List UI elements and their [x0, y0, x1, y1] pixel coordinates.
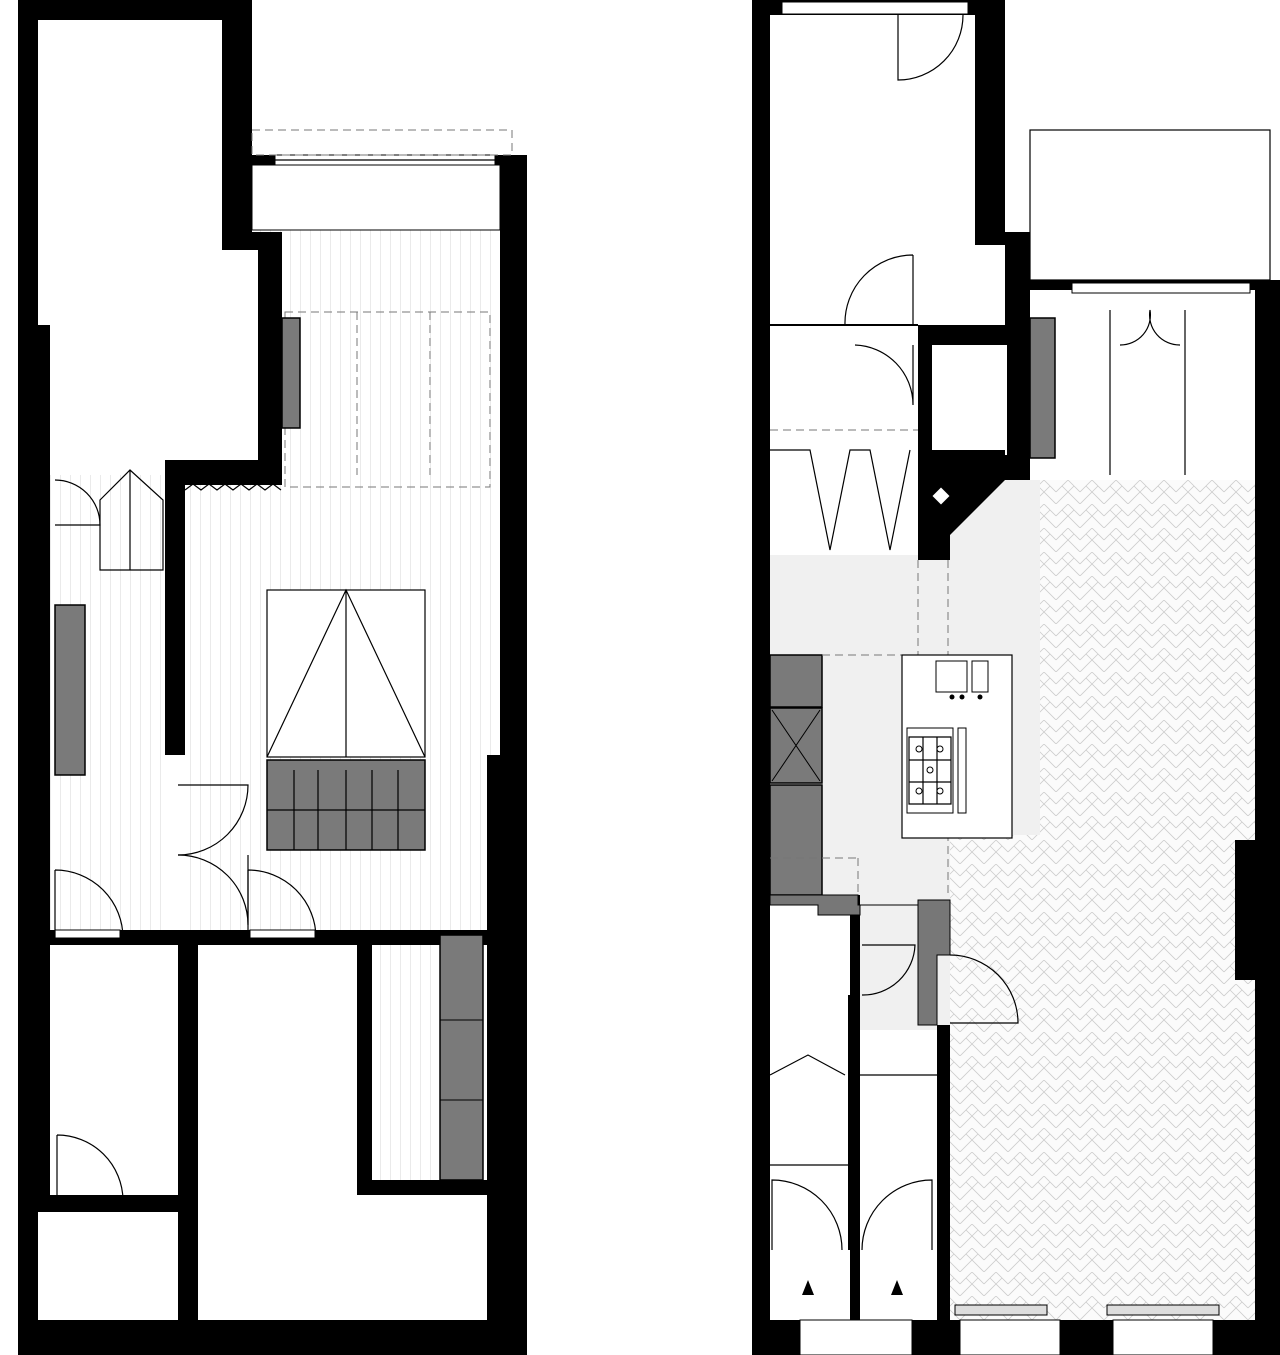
wall	[937, 1025, 950, 1320]
counter	[769, 654, 823, 708]
radiator	[954, 1304, 1048, 1316]
arrow-up-icon	[802, 1280, 814, 1295]
window	[1071, 282, 1251, 294]
door[interactable]	[861, 944, 916, 996]
folding-doors[interactable]	[770, 449, 911, 551]
window	[781, 1, 969, 15]
arrow-up-icon	[891, 1280, 903, 1295]
wall	[357, 1180, 487, 1195]
bathroom	[770, 905, 850, 1320]
room-top	[770, 15, 1005, 555]
door[interactable]	[844, 254, 914, 326]
door[interactable]	[949, 954, 1019, 1024]
sunroom	[1030, 290, 1255, 480]
window	[799, 1319, 913, 1355]
radiator	[1106, 1304, 1220, 1316]
door[interactable]	[54, 869, 124, 939]
window	[959, 1319, 1061, 1355]
counter	[769, 784, 823, 896]
door[interactable]	[56, 1134, 124, 1201]
folding-door[interactable]	[99, 469, 164, 571]
living-floor	[950, 480, 1255, 1320]
curtain	[184, 483, 282, 491]
shaft	[932, 345, 1007, 455]
fridge	[769, 707, 823, 784]
bed[interactable]	[266, 588, 426, 851]
chimney	[918, 450, 1005, 560]
wall	[848, 995, 860, 1250]
window	[249, 929, 316, 939]
stove-icon	[906, 727, 954, 814]
door[interactable]	[897, 14, 964, 81]
balcony	[1029, 129, 1271, 281]
closet	[251, 164, 501, 231]
kitchen-island[interactable]	[901, 654, 1013, 839]
wall	[357, 930, 372, 1195]
wardrobe	[281, 317, 301, 429]
cabinet	[1029, 317, 1056, 459]
sofa	[54, 604, 86, 776]
room-bottom-left	[50, 945, 178, 1195]
door[interactable]	[861, 1179, 933, 1251]
window	[1112, 1319, 1214, 1355]
window	[54, 929, 121, 939]
door[interactable]	[177, 784, 249, 856]
upper-floor-plan	[18, 0, 527, 1355]
door[interactable]	[770, 1164, 848, 1251]
door[interactable]	[854, 344, 914, 406]
wardrobe	[439, 934, 484, 1181]
storage-room	[38, 1212, 178, 1320]
hall	[860, 1030, 940, 1320]
folding-door[interactable]	[769, 1054, 937, 1076]
doorway	[165, 755, 185, 930]
door[interactable]	[177, 854, 249, 926]
ground-floor-plan	[752, 0, 1280, 1355]
